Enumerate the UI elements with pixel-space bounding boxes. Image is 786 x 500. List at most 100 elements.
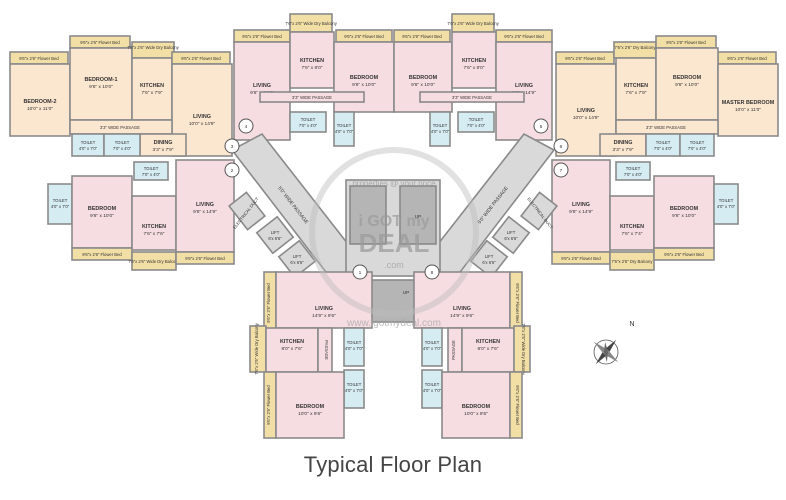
toilet-dim: 7'0" x 4'0" [688,146,707,151]
toilet-label: TOILET [433,123,448,128]
living-label: LIVING [193,114,211,120]
dining-dim: 3'3" x 7'9" [613,147,634,153]
flat-top-right: 9'6"x 2'6" Flower Bed 7'6"x 2'6" Dry Bal… [555,35,779,157]
flower-bed-label: 9'6"x 2'6" Flower Bed [402,34,442,39]
toilet-label: TOILET [301,117,316,122]
toilet-dim: 4'0" x 7'0" [717,204,736,209]
master-bedroom [717,63,779,137]
flat-left-middle: TOILET 7'0" x 4'0" TOILET 4'0" x 7'0" BE… [47,159,235,271]
bedroom-dim: 9'6" x 10'0" [90,213,114,219]
living-dim: 14'9" x 9'6" [450,313,474,319]
toilet-label: TOILET [347,340,362,345]
kitchen-dim: 7'6" x 8'0" [302,65,323,71]
kitchen-dim: 7'6" x 7'4" [622,231,643,237]
dry-balcony-label: 7'6"x 2'6" Dry Balcony [615,45,657,50]
living [175,159,235,253]
staircase [349,185,387,245]
flower-bed-label: 9'6"x 2'6" Flower Bed [266,283,271,323]
toilet [133,161,169,181]
flat-markers: 1 2 3 4 5 6 7 8 [224,118,569,280]
toilet-dim: 4'0" x 7'0" [345,388,364,393]
kitchen-dim: 7'6" x 7'9" [142,90,163,96]
living-dim: 14'9" x 9'6" [312,313,336,319]
toilet-dim: 4'0" x 7'0" [335,129,354,134]
toilet-label: TOILET [425,340,440,345]
kitchen-dim: 8'0" x 7'6" [282,346,303,352]
flat-bottom-left: 9'6"x 2'6" Flower Bed LIVING 14'9" x 9'6… [249,271,373,439]
marker-number: 6 [560,144,563,150]
flower-bed-label: 9'6"x 2'6" Flower Bed [515,385,520,425]
marker-number: 1 [359,270,362,276]
toilet [429,111,451,147]
kitchen [609,195,655,251]
flower-bed-label: 9'6"x 2'6" Flower Bed [561,256,601,261]
flower-bed-label: 9'6"x 2'6" Flower Bed [504,34,544,39]
marker-number: 4 [245,124,248,130]
flower-bed-label: 9'6"x 2'6" Flower Bed [82,252,122,257]
toilet-label: TOILET [626,166,641,171]
lift-label: LIFT [507,230,516,235]
kitchen-label: KITCHEN [142,224,166,230]
toilet-dim: 4'0" x 7'0" [51,204,70,209]
passage [259,91,365,103]
stair-up-label: UP [403,290,410,296]
living-label: LIVING [577,108,595,114]
marker-number: 8 [431,270,434,276]
dry-balcony-label: 7'6"x 2'6" Wide Dry Balcony [128,259,180,264]
toilet-dim: 7'0" x 4'0" [624,172,643,177]
toilet-dim: 4'0" x 7'0" [431,129,450,134]
lift-label: LIFT [271,230,280,235]
bedroom [441,371,511,439]
toilet-label: TOILET [719,198,734,203]
flower-bed-label: 9'6"x 2'6" Flower Bed [185,256,225,261]
dry-balcony-label: 7'6"x 2'6" Wide Dry Balcony [127,45,179,50]
kitchen-label: KITCHEN [620,224,644,230]
flower-bed-label: 9'6"x 2'6" Flower Bed [19,56,59,61]
flower-bed-label: 9'6"x 2'6" Flower Bed [565,56,605,61]
toilet [679,133,715,157]
toilet-dim: 4'0" x 7'0" [423,346,442,351]
master-bedroom-dim: 10'0" x 11'0" [735,107,761,113]
bedroom-dim: 9'6" x 10'0" [675,82,699,88]
toilet-dim: 7'0" x 4'0" [467,123,486,128]
living-label: LIVING [196,202,214,208]
toilet-label: TOILET [115,140,130,145]
toilet-label: TOILET [81,140,96,145]
flower-bed-label: 9'6"x 2'6" Flower Bed [344,34,384,39]
passage-label: 3'3" WIDE PASSAGE [452,95,492,100]
bedroom-dim: 9'6" x 10'0" [411,82,435,88]
lift-dim: 6'x 6'6" [504,236,518,241]
dry-balcony-label: 7'6"x 2'6" Wide Dry Balcony [254,322,259,374]
bedroom-dim: 10'0" x 9'6" [464,411,488,417]
flower-bed-label: 9'6"x 2'6" Flower Bed [181,56,221,61]
toilet [457,111,495,133]
toilet-label: TOILET [425,382,440,387]
marker-circle [238,118,254,134]
watermark-brand: DEAL [359,228,430,258]
flower-bed [175,251,235,265]
electrical-duct [519,191,559,231]
dry-balcony-label: 7'6"x 2'6" Wide Dry Balcony [285,21,337,26]
toilet [71,133,105,157]
watermark-tagline: properties @ your price [352,179,436,188]
toilet [343,327,365,367]
lift [255,215,295,255]
watermark-line2: i GOT my [358,213,429,230]
lift-label: LIFT [293,254,302,259]
lift-dim: 6'x 6'6" [290,260,304,265]
flower-bed-label: 9'6"x 2'6" Flower Bed [727,56,767,61]
lift [469,239,509,279]
bedroom-dim: 9'6" x 10'0" [352,82,376,88]
kitchen-label: KITCHEN [462,58,486,64]
passage-label: PASSAGE [324,340,329,360]
toilet [645,133,681,157]
dry-balcony-label: 7'6"x 2'6" Wide Dry Balcony [521,323,526,375]
flower-bed-label: 9'6"x 2'6" Flower Bed [666,40,706,45]
toilet-dim: 4'0" x 7'0" [423,388,442,393]
kitchen-label: KITCHEN [280,339,304,345]
bedroom-1-dim: 9'6" x 10'0" [89,84,113,90]
toilet-dim: 4'0" x 7'0" [345,346,364,351]
kitchen-dim: 8'0" x 7'6" [478,346,499,352]
bedroom-1-label: BEDROOM-1 [85,77,118,83]
flower-bed [509,371,523,439]
